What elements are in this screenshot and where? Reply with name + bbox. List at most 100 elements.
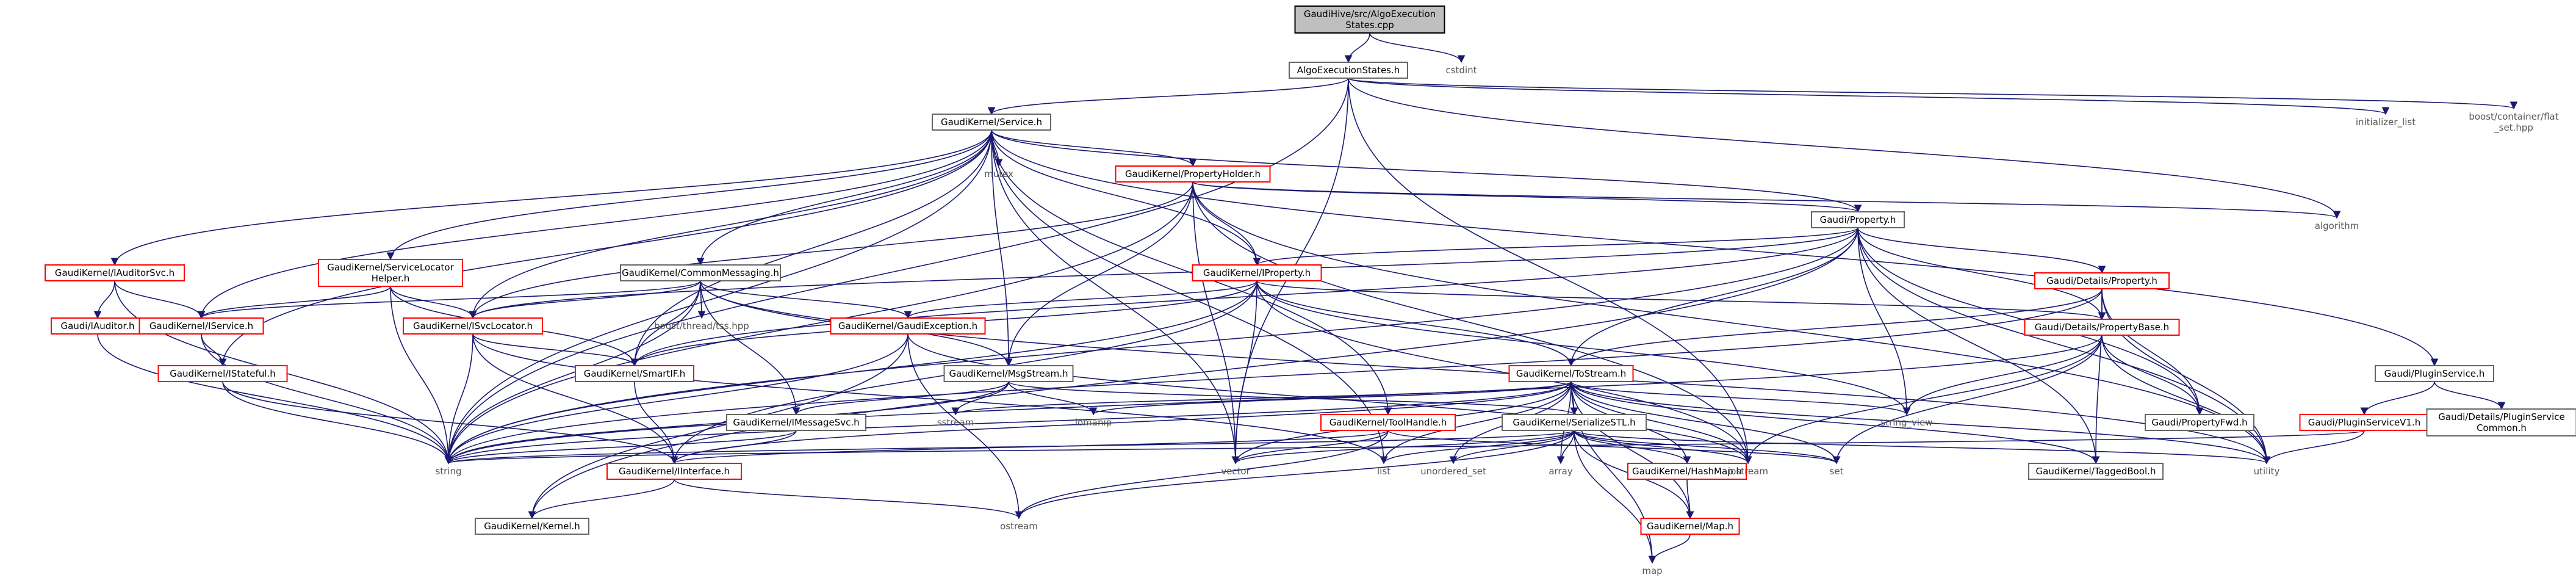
node-iinterface[interactable]: GaudiKernel/IInterface.h	[606, 463, 742, 480]
edge-aes-to-initlist	[1348, 78, 2389, 115]
node-stringview[interactable]: string_view	[1873, 415, 1940, 430]
node-set[interactable]: set	[1824, 463, 1850, 479]
edge-iproperty-to-iostream	[1256, 280, 1752, 465]
node-label: GaudiKernel/IProperty.h	[1203, 267, 1311, 278]
edge-details_prop-to-propfwd	[2101, 288, 2204, 416]
node-label: GaudiKernel/SmartIF.h	[584, 368, 685, 379]
edge-commsg-to-smartif	[630, 280, 701, 367]
edge-root-to-cstdint	[1369, 32, 1466, 63]
edge-iproperty-to-propbase	[1256, 280, 2106, 320]
edge-aes-to-svc	[987, 78, 1349, 115]
edge-propholder-to-iproperty	[1192, 181, 1261, 266]
edge-property-to-smartif	[630, 227, 1858, 367]
node-propholder[interactable]: GaudiKernel/PropertyHolder.h	[1115, 165, 1271, 183]
node-msgstream[interactable]: GaudiKernel/MsgStream.h	[943, 365, 1074, 382]
node-toolhandle[interactable]: GaudiKernel/ToolHandle.h	[1320, 414, 1456, 431]
edge-property-to-propbase	[1857, 227, 2106, 320]
node-hashmap[interactable]: GaudiKernel/HashMap.h	[1627, 463, 1747, 480]
edge-serializestl-to-set	[1574, 430, 1841, 465]
node-box	[1508, 365, 1634, 382]
edge-iauditorsvc-to-iservice	[114, 280, 206, 319]
node-label: GaudiKernel/ToolHandle.h	[1329, 417, 1447, 428]
edge-serializestl-to-iostream	[1574, 430, 1752, 465]
node-box	[1502, 414, 1647, 431]
node-kernel[interactable]: GaudiKernel/Kernel.h	[475, 518, 589, 535]
node-iauditorsvc[interactable]: GaudiKernel/IAuditorSvc.h	[45, 264, 185, 281]
node-box	[1115, 165, 1271, 183]
node-array[interactable]: array	[1542, 463, 1579, 479]
node-gexception[interactable]: GaudiKernel/GaudiException.h	[830, 317, 986, 335]
node-label: GaudiKernel/IStateful.h	[170, 368, 276, 379]
node-box	[1289, 62, 1408, 79]
node-label: GaudiKernel/TaggedBool.h	[2036, 466, 2156, 477]
node-box	[726, 414, 866, 431]
node-iostream[interactable]: iostream	[1722, 463, 1774, 479]
node-iproperty[interactable]: GaudiKernel/IProperty.h	[1192, 264, 1322, 281]
node-svc[interactable]: GaudiKernel/Service.h	[932, 114, 1051, 131]
edge-commsg-to-imsgsvc	[700, 280, 801, 416]
node-isvclocator[interactable]: GaudiKernel/ISvcLocator.h	[403, 317, 543, 335]
node-propbase[interactable]: Gaudi/Details/PropertyBase.h	[2024, 319, 2180, 336]
node-label: list	[1377, 466, 1391, 477]
nodes-layer: GaudiHive/src/AlgoExecutionStates.cppAlg…	[45, 5, 2576, 579]
node-iauditor[interactable]: Gaudi/IAuditor.h	[51, 317, 145, 335]
node-iservice[interactable]: GaudiKernel/IService.h	[139, 317, 264, 335]
node-label: boost/container/flat	[2469, 111, 2558, 122]
node-propfwd[interactable]: Gaudi/PropertyFwd.h	[2145, 414, 2254, 431]
node-pluginv1[interactable]: Gaudi/PluginServiceV1.h	[2299, 414, 2430, 431]
edge-smartif-to-iinterface	[634, 381, 678, 465]
node-label: GaudiKernel/GaudiException.h	[838, 320, 977, 331]
edge-isvclocator-to-string	[444, 333, 473, 465]
node-label: Helper.h	[372, 273, 410, 284]
node-box	[575, 365, 694, 382]
edge-aes-to-algorithm	[1348, 78, 2341, 219]
edge-iproperty-to-gexception	[904, 280, 1257, 319]
node-box	[2024, 319, 2180, 336]
edge-pluginv1-to-utility	[2262, 430, 2365, 465]
node-label: Gaudi/Property.h	[1820, 214, 1896, 225]
node-flatset[interactable]: boost/container/flat_set.hpp	[2457, 109, 2571, 136]
node-tostream[interactable]: GaudiKernel/ToStream.h	[1508, 365, 1634, 382]
node-initlist[interactable]: initializer_list	[2339, 114, 2432, 130]
edge-iproperty-to-string	[444, 280, 1257, 465]
node-iomanip[interactable]: iomanip	[1070, 415, 1117, 430]
node-details_prop[interactable]: Gaudi/Details/Property.h	[2034, 272, 2170, 289]
node-aes[interactable]: AlgoExecutionStates.h	[1289, 62, 1408, 79]
node-sstream[interactable]: sstream	[932, 415, 979, 430]
node-box	[1294, 5, 1445, 34]
node-imsgsvc[interactable]: GaudiKernel/IMessageSvc.h	[726, 414, 866, 431]
node-label: GaudiKernel/Kernel.h	[484, 521, 580, 532]
node-map[interactable]: map	[1639, 563, 1666, 579]
node-smartif[interactable]: GaudiKernel/SmartIF.h	[575, 365, 694, 382]
node-istateful[interactable]: GaudiKernel/IStateful.h	[157, 365, 288, 382]
node-ipluginsvc[interactable]: Gaudi/PluginService.h	[2375, 365, 2494, 382]
node-threadtss[interactable]: boost/thread/tss.hpp	[645, 318, 758, 334]
edge-propholder-to-algorithm	[1192, 181, 2340, 219]
node-root[interactable]: GaudiHive/src/AlgoExecutionStates.cpp	[1294, 5, 1445, 34]
node-property[interactable]: Gaudi/Property.h	[1811, 211, 1905, 228]
node-mutex[interactable]: mutex	[980, 166, 1017, 182]
edge-root-to-aes	[1344, 32, 1370, 63]
node-string[interactable]: string	[428, 463, 469, 479]
node-label: AlgoExecutionStates.h	[1297, 65, 1400, 76]
node-label: string_view	[1880, 417, 1932, 429]
edge-serializestl-to-vector	[1231, 430, 1575, 465]
node-box	[318, 259, 463, 287]
node-serializestl[interactable]: GaudiKernel/SerializeSTL.h	[1502, 414, 1647, 431]
edge-msgstream-to-imsgsvc	[792, 381, 1009, 416]
node-algorithm[interactable]: algorithm	[2308, 218, 2366, 234]
edge-imsgsvc-to-iinterface	[670, 430, 797, 465]
node-utility[interactable]: utility	[2243, 463, 2290, 479]
edge-iauditorsvc-to-iauditor	[93, 280, 115, 319]
node-commsg[interactable]: GaudiKernel/CommonMessaging.h	[620, 264, 781, 281]
node-vector[interactable]: vector	[1215, 463, 1256, 479]
node-gmap[interactable]: GaudiKernel/Map.h	[1640, 518, 1740, 535]
node-ostream[interactable]: ostream	[996, 518, 1043, 534]
node-cstdint[interactable]: cstdint	[1438, 62, 1485, 78]
edge-svclocator-to-iservice	[197, 286, 391, 319]
node-taggedbool[interactable]: GaudiKernel/TaggedBool.h	[2028, 463, 2164, 480]
node-list[interactable]: list	[1368, 463, 1400, 479]
node-unordered_set[interactable]: unordered_set	[1415, 463, 1492, 479]
